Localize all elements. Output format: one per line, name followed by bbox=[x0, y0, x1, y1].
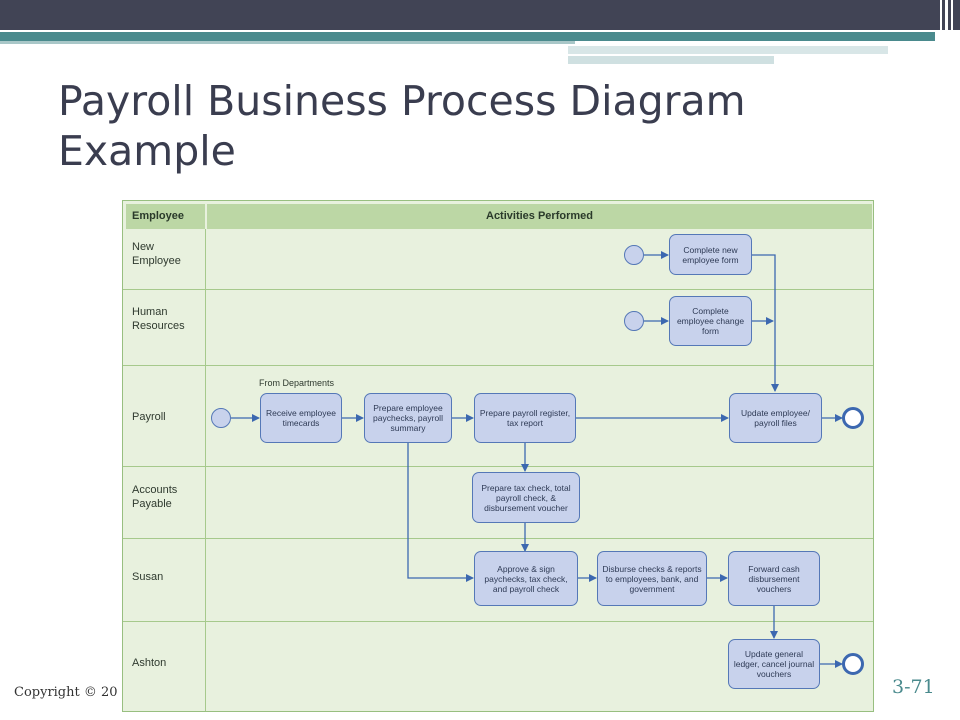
copyright-footer: Copyright © 20 bbox=[14, 685, 118, 700]
end-event-circle bbox=[842, 653, 864, 675]
lane-label-susan: Susan bbox=[132, 571, 164, 583]
lane-divider bbox=[123, 289, 873, 290]
process-diagram: Employee Activities Performed New Employ… bbox=[122, 200, 874, 712]
start-event-circle bbox=[624, 245, 644, 265]
activity-prepare-tax-check: Prepare tax check, total payroll check, … bbox=[472, 472, 580, 523]
lane-label-payroll: Payroll bbox=[132, 411, 166, 423]
page-number: 3-71 bbox=[892, 676, 935, 698]
header-employee: Employee bbox=[126, 204, 205, 229]
activity-complete-employee-change-form: Complete employee change form bbox=[669, 296, 752, 346]
slide-title: Payroll Business Process Diagram Example bbox=[58, 77, 746, 175]
lane-divider bbox=[123, 466, 873, 467]
lane-label-new-employee: New Employee bbox=[132, 241, 181, 267]
activity-update-payroll-files: Update employee/ payroll files bbox=[729, 393, 822, 443]
lane-label-human-resources: Human Resources bbox=[132, 306, 185, 332]
activity-disburse-checks: Disburse checks & reports to employees, … bbox=[597, 551, 707, 606]
activity-receive-timecards: Receive employee timecards bbox=[260, 393, 342, 443]
start-event-circle bbox=[211, 408, 231, 428]
lane-divider bbox=[123, 365, 873, 366]
note-from-departments: From Departments bbox=[259, 378, 335, 388]
start-event-circle bbox=[624, 311, 644, 331]
activity-complete-new-employee-form: Complete new employee form bbox=[669, 234, 752, 275]
decor-stripe bbox=[568, 44, 888, 54]
activity-approve-sign-checks: Approve & sign paychecks, tax check, and… bbox=[474, 551, 578, 606]
decor-stripe bbox=[568, 56, 774, 64]
decor-vertical-bars bbox=[936, 0, 960, 66]
lane-label-accounts-payable: Accounts Payable bbox=[132, 484, 178, 510]
lane-label-ashton: Ashton bbox=[132, 657, 167, 669]
activity-update-general-ledger: Update general ledger, cancel journal vo… bbox=[728, 639, 820, 689]
activity-prepare-register: Prepare payroll register, tax report bbox=[474, 393, 576, 443]
decor-stripe bbox=[0, 41, 575, 44]
decor-stripe bbox=[0, 32, 935, 41]
flow-arrows bbox=[231, 251, 843, 668]
top-banner bbox=[0, 0, 960, 30]
header-activities: Activities Performed bbox=[207, 204, 872, 229]
lane-divider bbox=[123, 621, 873, 622]
activity-prepare-paychecks: Prepare employee paychecks, payroll summ… bbox=[364, 393, 452, 443]
end-event-circle bbox=[842, 407, 864, 429]
lane-divider bbox=[123, 538, 873, 539]
column-divider bbox=[205, 229, 206, 711]
activity-forward-vouchers: Forward cash disbursement vouchers bbox=[728, 551, 820, 606]
